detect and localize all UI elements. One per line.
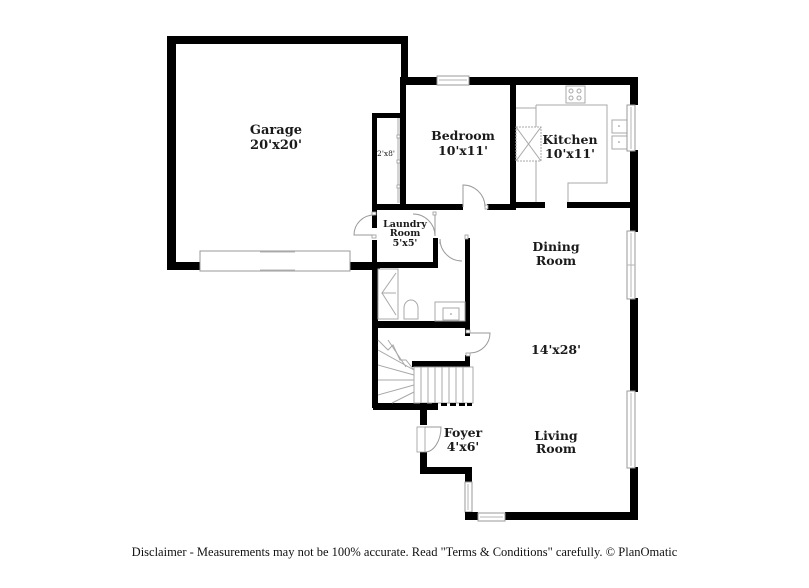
kitchen-dims: 10'x11' <box>545 146 595 161</box>
front-window <box>477 512 506 522</box>
living-label-line2: Room <box>536 441 576 456</box>
laundry-label-line1: Laundry <box>383 219 427 230</box>
refrigerator-icon <box>515 126 542 162</box>
dining-label-line2: Room <box>536 253 576 268</box>
closet-walls <box>372 113 401 210</box>
garage-label: Garage <box>250 123 302 138</box>
bedroom-door <box>462 184 489 210</box>
upper-walls <box>372 77 638 232</box>
living-window <box>626 390 636 469</box>
closet-bifold-door <box>396 118 401 203</box>
shower-icon <box>377 268 399 320</box>
garage-door <box>199 250 351 272</box>
great-room-dims: 14'x28' <box>531 342 581 357</box>
kitchen-sink-icon <box>611 119 628 150</box>
living-label-line1: Living <box>534 428 578 443</box>
bedroom-window <box>436 75 470 86</box>
great-room-walls <box>465 232 638 520</box>
closet-dims: 2'x8' <box>377 149 395 158</box>
dining-label-line1: Dining <box>532 239 580 254</box>
front-door <box>416 426 442 453</box>
disclaimer-text: Disclaimer - Measurements may not be 100… <box>131 545 678 559</box>
stair-hall-walls <box>372 322 470 410</box>
foyer-label: Foyer <box>444 425 483 440</box>
foyer-dims: 4'x6' <box>447 439 480 454</box>
foyer-side-window <box>464 481 473 513</box>
dining-window <box>626 230 636 300</box>
bathroom-sink-icon <box>434 301 466 322</box>
kitchen-label: Kitchen <box>542 132 597 147</box>
garage-dims: 20'x20' <box>250 138 302 153</box>
bedroom-label: Bedroom <box>431 128 495 143</box>
laundry-dims: 5'x5' <box>393 238 418 249</box>
bedroom-dims: 10'x11' <box>438 143 488 158</box>
stairs-icon <box>377 339 474 406</box>
toilet-icon <box>403 299 419 320</box>
foyer-walls <box>420 403 472 483</box>
kitchen-window <box>626 104 636 152</box>
laundry-label-line2: Room <box>390 228 421 239</box>
laundry-doors <box>353 211 469 262</box>
stove-icon <box>565 85 586 104</box>
closet-under-stairs-door <box>465 329 491 357</box>
